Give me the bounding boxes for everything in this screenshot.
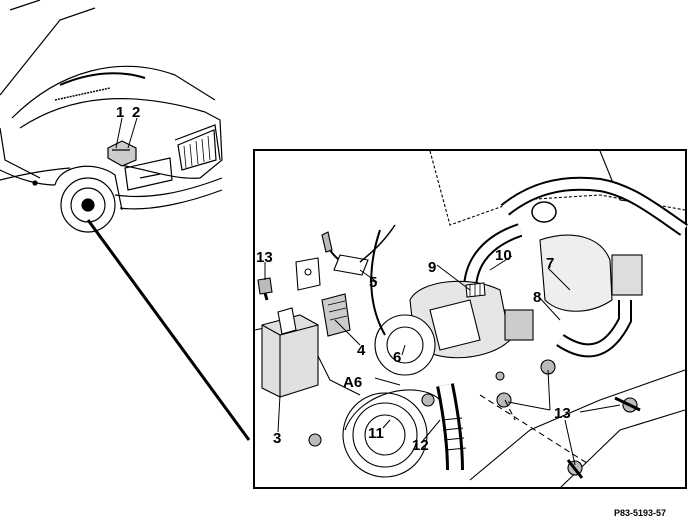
callout-12: 12 bbox=[412, 437, 429, 454]
callout-6: 6 bbox=[393, 349, 401, 366]
callout-11: 11 bbox=[368, 425, 384, 442]
callout-4: 4 bbox=[357, 342, 366, 359]
car-callout-leaders bbox=[115, 117, 138, 149]
callout-3: 3 bbox=[273, 430, 281, 447]
detail-leader-line bbox=[86, 219, 251, 441]
callout-10: 10 bbox=[495, 247, 512, 264]
callout-7: 7 bbox=[546, 255, 554, 272]
callout-a6: A6 bbox=[343, 374, 362, 391]
callout-9: 9 bbox=[428, 259, 436, 276]
callout-5: 5 bbox=[369, 274, 377, 291]
callout-1: 1 bbox=[116, 104, 124, 121]
callout-13-left: 13 bbox=[256, 249, 273, 266]
callout-2: 2 bbox=[132, 104, 140, 121]
car-overview bbox=[0, 0, 223, 233]
callout-8: 8 bbox=[533, 289, 541, 306]
engine-bay-detail bbox=[254, 150, 688, 489]
callout-13-right: 13 bbox=[554, 405, 571, 422]
figure-reference-code: P83-5193-57 bbox=[614, 508, 666, 518]
detail-callout-leaders bbox=[264, 255, 621, 466]
